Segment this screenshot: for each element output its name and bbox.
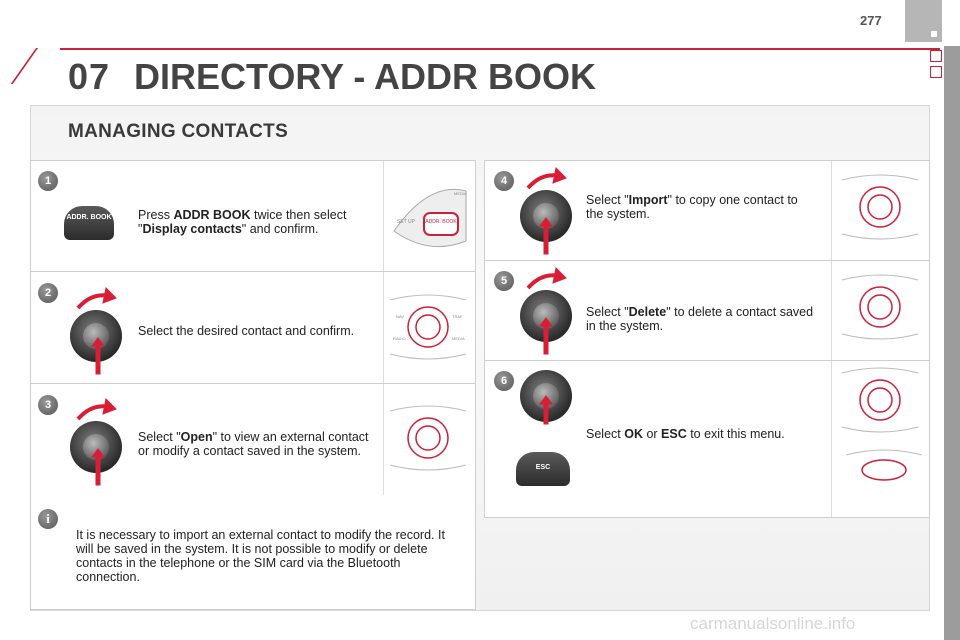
page-corner-tab <box>905 0 942 42</box>
panel-illustration <box>831 261 928 361</box>
nav-label: NAV <box>396 314 404 319</box>
media-label: MEDIA <box>452 336 465 341</box>
rotary-knob-icon <box>520 190 572 242</box>
panel-set-label: SET UP <box>397 219 416 225</box>
step-emphasis: ADDR BOOK <box>173 208 251 222</box>
step-number-4: 4 <box>494 171 514 191</box>
step-emphasis: Open <box>180 430 213 444</box>
dial-panel-icon <box>859 379 901 421</box>
step-number-3: 3 <box>38 395 58 415</box>
watermark: carmanualsonline.info <box>690 614 856 633</box>
dial-panel-icon <box>859 186 901 228</box>
panel-addr-label: ADDR. BOOK <box>425 219 457 225</box>
step-number-1: 1 <box>38 171 58 191</box>
panel-illustration: ADDR. BOOK SET UP MEDIA <box>383 161 474 272</box>
esc-button-icon: ESC <box>516 452 570 486</box>
addr-book-button-label: ADDR. BOOK <box>66 214 112 221</box>
step-text-6: Select OK or ESC to exit this menu. <box>586 427 785 441</box>
step-number-6: 6 <box>494 371 514 391</box>
press-arrow-icon <box>91 448 105 486</box>
note-text: It is necessary to import an external co… <box>76 528 445 584</box>
step-number-2: 2 <box>38 283 58 303</box>
rotate-arrow-head-icon <box>552 266 567 284</box>
section-title: MANAGING CONTACTS <box>68 121 289 142</box>
panel-illustration <box>383 384 474 496</box>
chapter-number: 07 <box>68 56 111 97</box>
panel-illustration <box>383 272 474 384</box>
marker-square-icon <box>930 66 942 78</box>
panel-illustration <box>831 161 928 261</box>
rotate-arrow-head-icon <box>102 286 117 304</box>
addr-book-button-icon: ADDR. BOOK <box>64 206 114 240</box>
panel-media-label: MEDIA <box>454 191 467 196</box>
press-arrow-icon <box>539 317 553 355</box>
info-icon: i <box>38 509 58 529</box>
dial-panel-icon <box>407 306 449 348</box>
step-text-4: Select "Import" to copy one contact to t… <box>586 193 798 221</box>
page-number: 277 <box>860 13 882 28</box>
step-emphasis: Import <box>628 193 668 207</box>
header-rule <box>60 48 940 50</box>
step-emphasis: ESC <box>661 427 687 441</box>
esc-button-label: ESC <box>535 464 551 471</box>
radio-label: RADIO <box>393 336 406 341</box>
press-arrow-icon <box>539 217 553 255</box>
marker-square-icon <box>930 50 942 62</box>
panel-illustration <box>831 361 928 517</box>
step-text-3: Select "Open" to view an external contac… <box>138 430 369 458</box>
step-text-1: Press ADDR BOOK twice then select "Displ… <box>138 208 347 236</box>
step-text-5: Select "Delete" to delete a contact save… <box>586 305 814 333</box>
esc-panel-icon <box>861 459 907 481</box>
press-arrow-icon <box>539 395 553 425</box>
dial-panel-icon <box>407 417 449 459</box>
addr-book-panel-icon: ADDR. BOOK SET UP MEDIA <box>393 188 467 248</box>
dial-panel-icon <box>859 286 901 328</box>
step-text-2: Select the desired contact and confirm. <box>138 324 355 338</box>
step-emphasis: Delete <box>628 305 667 319</box>
chapter-title: DIRECTORY - ADDR BOOK <box>134 56 597 97</box>
rotate-arrow-head-icon <box>102 397 117 415</box>
step-number-5: 5 <box>494 271 514 291</box>
note-box <box>30 495 476 610</box>
rotate-arrow-head-icon <box>552 166 567 184</box>
side-bar <box>944 46 960 640</box>
traf-label: TRAF <box>452 314 463 319</box>
step-emphasis: Display contacts <box>142 222 242 236</box>
press-arrow-icon <box>91 337 105 375</box>
step-emphasis: OK <box>624 427 643 441</box>
